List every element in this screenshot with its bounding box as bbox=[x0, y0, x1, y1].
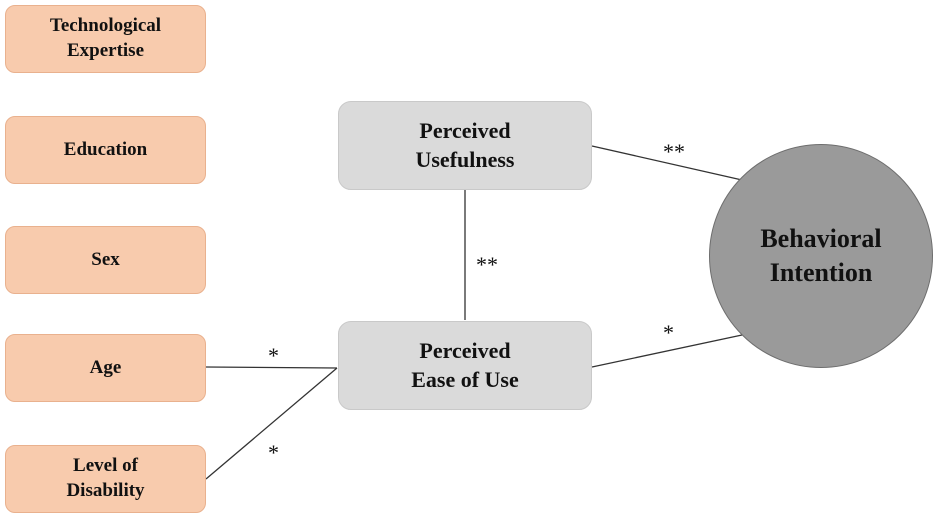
significance-ease-to-usefulness-edge: ** bbox=[476, 252, 498, 277]
significance-usefulness-to-intention-edge: ** bbox=[663, 139, 685, 164]
factor-sex: Sex bbox=[5, 226, 206, 294]
construct-perceived-usefulness: Perceived Usefulness bbox=[338, 101, 592, 190]
edge-ease-of-use-to-intention bbox=[591, 334, 743, 368]
edge-usefulness-to-intention bbox=[591, 145, 743, 181]
significance-age-edge: * bbox=[268, 343, 279, 368]
construct-perceived-ease-of-use: Perceived Ease of Use bbox=[338, 321, 592, 410]
edge-disability-to-ease-of-use bbox=[205, 367, 338, 480]
factor-technological-expertise: Technological Expertise bbox=[5, 5, 206, 73]
factor-age: Age bbox=[5, 334, 206, 402]
edge-age-to-ease-of-use bbox=[205, 366, 338, 369]
significance-ease-to-intention-edge: * bbox=[663, 320, 674, 345]
factor-level-of-disability: Level of Disability bbox=[5, 445, 206, 513]
factor-education: Education bbox=[5, 116, 206, 184]
outcome-behavioral-intention: Behavioral Intention bbox=[709, 144, 933, 368]
significance-disability-edge: * bbox=[268, 440, 279, 465]
